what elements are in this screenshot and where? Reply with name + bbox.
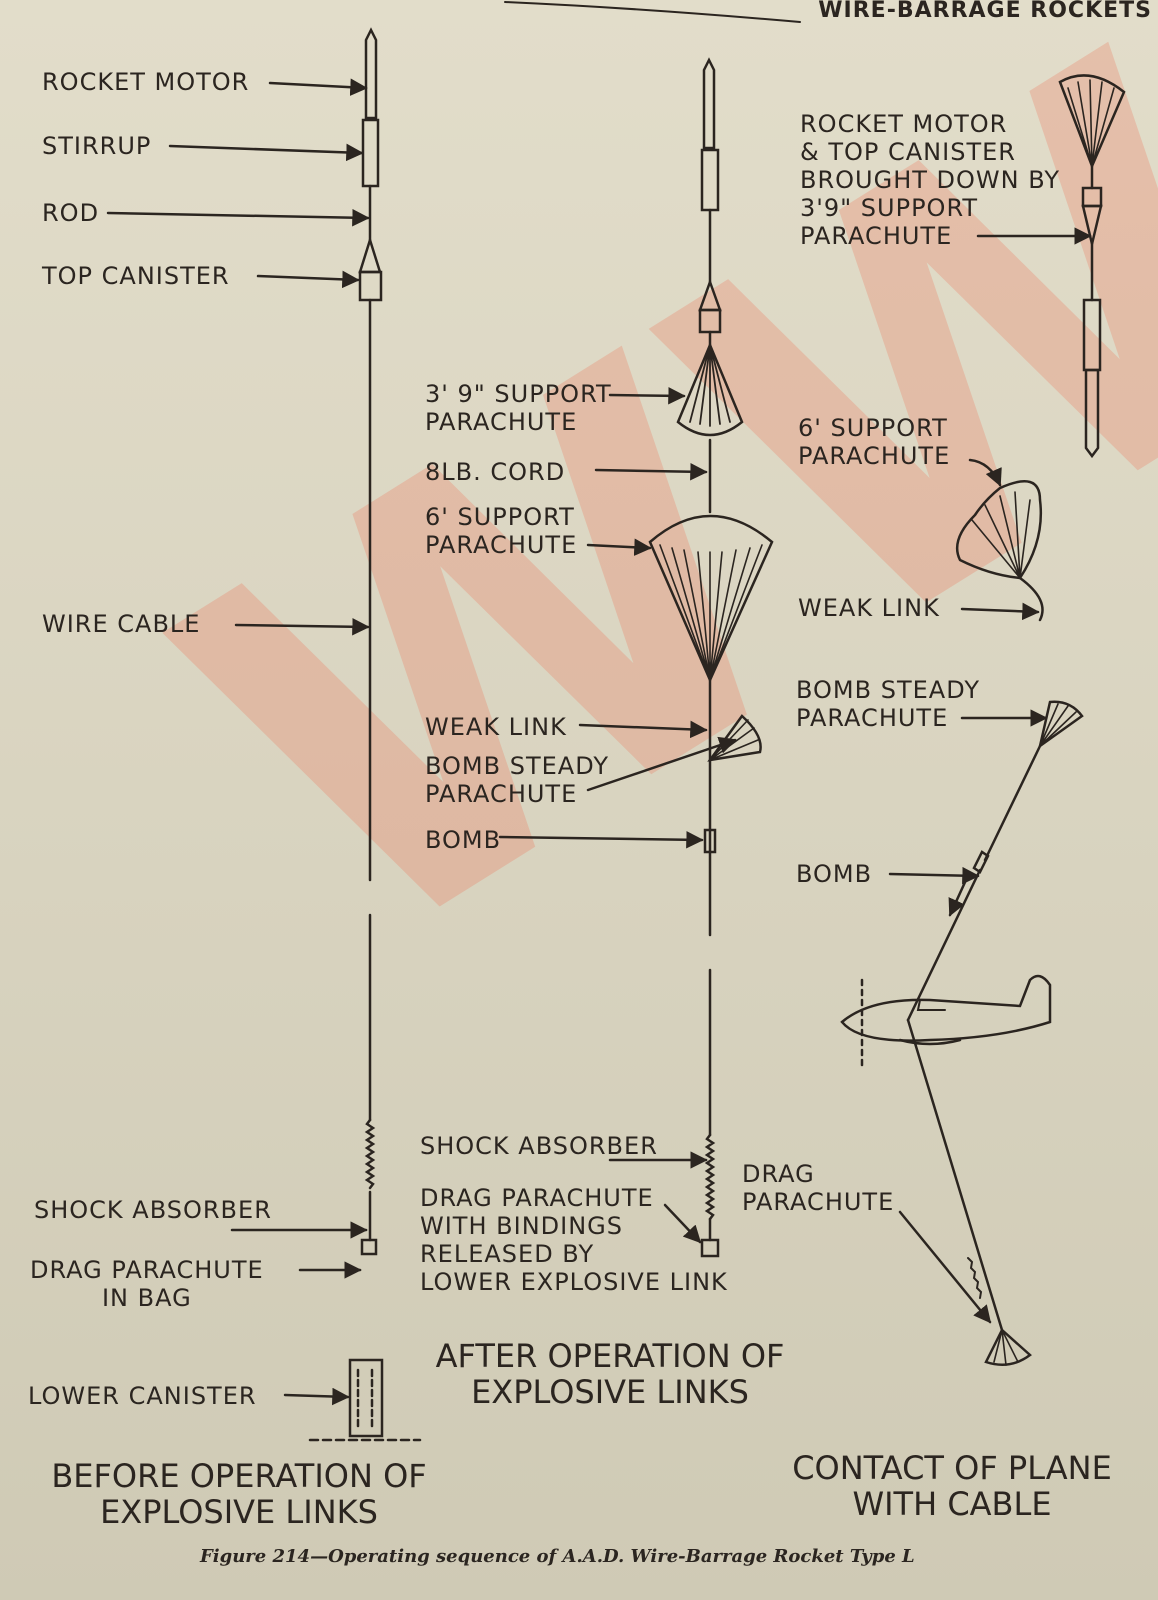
label-weak-link: WEAK LINK [425, 713, 567, 741]
label-weak-link-right: WEAK LINK [798, 594, 940, 622]
label-drag-parachute-in-bag: DRAG PARACHUTE IN BAG [30, 1256, 264, 1312]
label-bomb-steady-parachute: BOMB STEADY PARACHUTE [425, 752, 610, 808]
label-rod: ROD [42, 199, 100, 227]
right-falling-assembly [906, 74, 1126, 1367]
label-wire-cable: WIRE CABLE [42, 610, 201, 638]
label-drag-parachute-right: DRAG PARACHUTE [742, 1160, 895, 1216]
panel-title-before: BEFORE OPERATION OF EXPLOSIVE LINKS [51, 1457, 427, 1531]
label-shock-absorber-middle: SHOCK ABSORBER [420, 1132, 658, 1160]
left-rocket-assembly [308, 27, 422, 1442]
figure-caption: Figure 214—Operating sequence of A.A.D. … [200, 1546, 915, 1567]
label-shock-absorber-left: SHOCK ABSORBER [34, 1196, 272, 1224]
label-bomb-right: BOMB [796, 860, 873, 888]
label-top-canister: TOP CANISTER [42, 262, 230, 290]
label-support-parachute-3-9: 3' 9" SUPPORT PARACHUTE [425, 380, 612, 436]
right-plane [840, 974, 1052, 1072]
running-header: WIRE-BARRAGE ROCKETS [818, 0, 1152, 23]
middle-rocket-assembly [648, 57, 774, 1258]
label-8lb-cord: 8LB. CORD [425, 458, 566, 486]
left-arrows [106, 78, 370, 1406]
panel-title-after: AFTER OPERATION OF EXPLOSIVE LINKS [435, 1337, 785, 1411]
middle-arrows [498, 387, 737, 1244]
panel-title-contact: CONTACT OF PLANE WITH CABLE [792, 1449, 1112, 1523]
label-rocket-motor-top-canister: ROCKET MOTOR & TOP CANISTER BROUGHT DOWN… [800, 110, 1061, 250]
label-support-parachute-6: 6' SUPPORT PARACHUTE [425, 503, 578, 559]
right-arrows [888, 227, 1092, 1324]
label-stirrup: STIRRUP [42, 132, 152, 160]
label-bomb: BOMB [425, 826, 502, 854]
label-rocket-motor: ROCKET MOTOR [42, 68, 250, 96]
label-bomb-steady-parachute-right: BOMB STEADY PARACHUTE [796, 676, 981, 732]
label-support-parachute-6-right: 6' SUPPORT PARACHUTE [798, 414, 951, 470]
label-drag-parachute-bindings: DRAG PARACHUTE WITH BINDINGS RELEASED BY… [420, 1184, 728, 1296]
label-lower-canister: LOWER CANISTER [28, 1382, 257, 1410]
